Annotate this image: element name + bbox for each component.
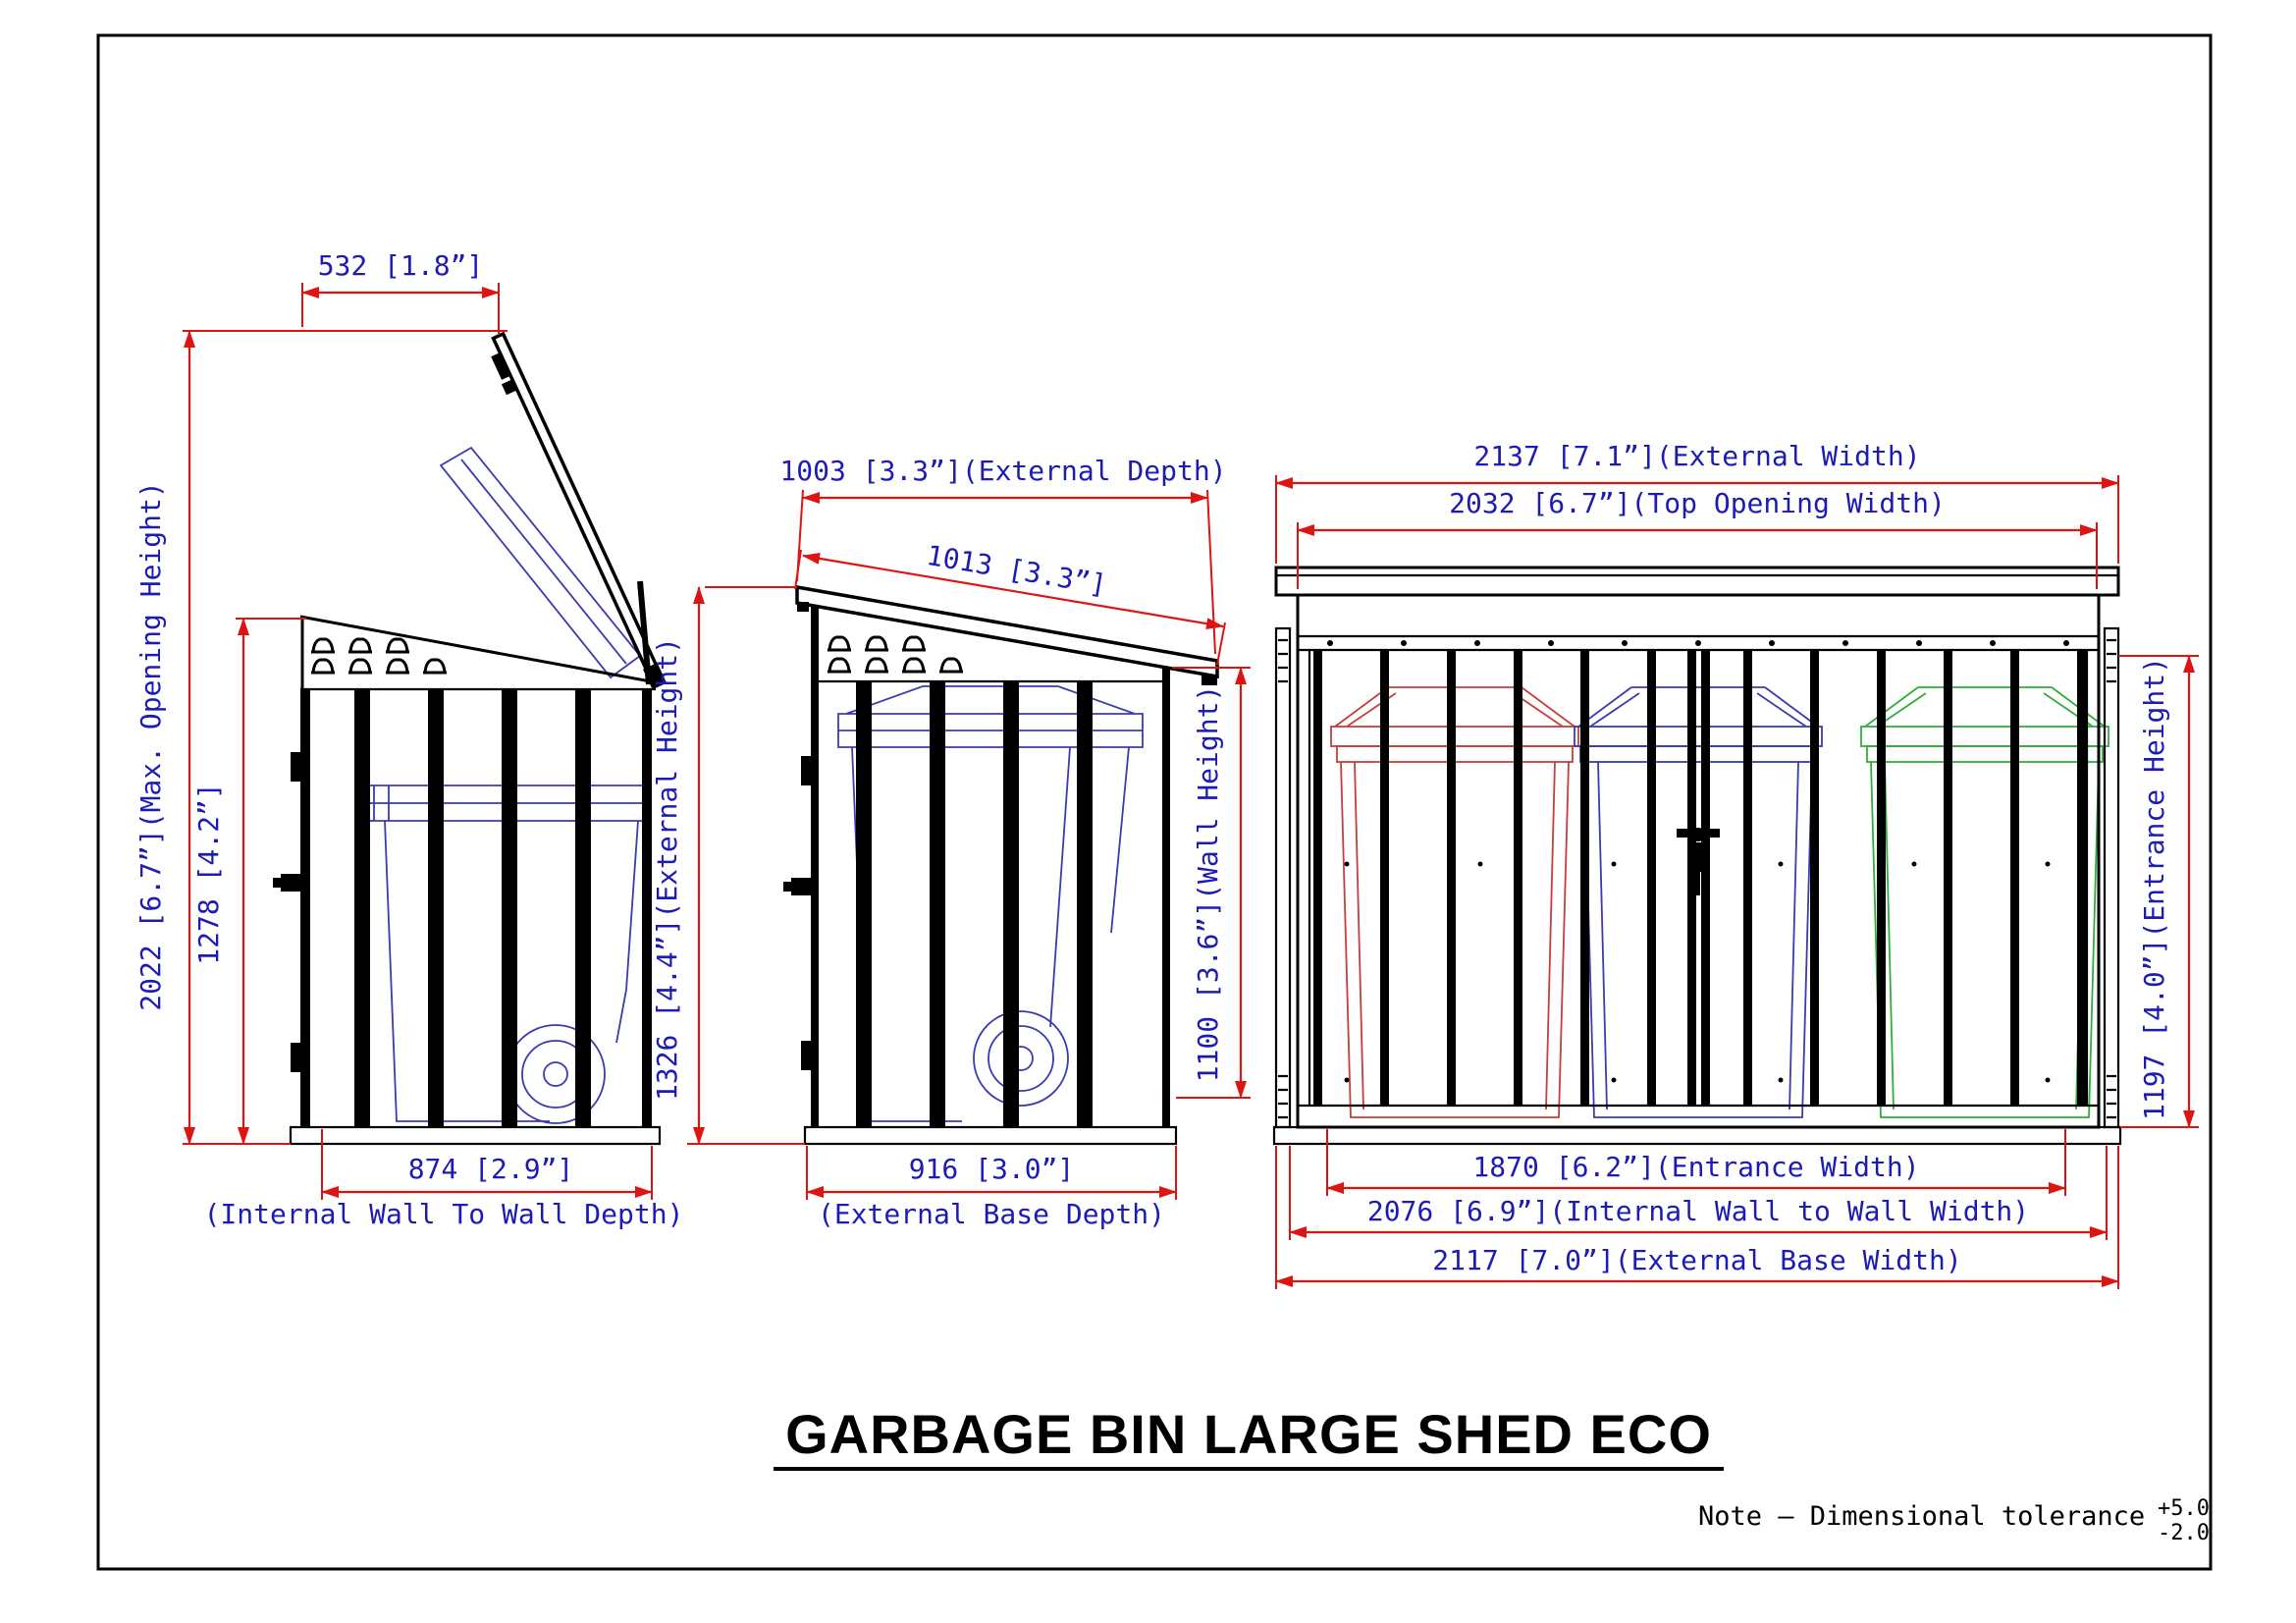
- hinge-icon: [291, 1043, 302, 1072]
- dim-external-depth: 1003 [3.3”](External Depth): [779, 455, 1226, 487]
- shed-body-side-closed: [783, 607, 1178, 1146]
- note-tolerance-plus: +5.0: [2158, 1496, 2210, 1521]
- screws: [1327, 640, 2069, 1083]
- latch-icon: [791, 878, 813, 895]
- ghost-bin-side-open: [358, 446, 646, 1124]
- shed-body-side-open: [273, 615, 662, 1146]
- dim-top-opening-width: 2032 [6.7”](Top Opening Width): [1449, 487, 1946, 519]
- note-tolerance-minus: -2.0: [2158, 1521, 2210, 1545]
- dim-internal-width: 2076 [6.9”](Internal Wall to Wall Width): [1367, 1195, 2029, 1227]
- dim-lid-tip-width: 532 [1.8”]: [318, 249, 484, 282]
- front-view: 2137 [7.1”](External Width) 2032 [6.7”](…: [1272, 440, 2199, 1289]
- drawing-title: GARBAGE BIN LARGE SHED ECO: [785, 1403, 1712, 1465]
- hinge-icon: [291, 752, 302, 782]
- dims-side-closed: 1003 [3.3”](External Depth) 1013 [3.3”] …: [651, 455, 1251, 1230]
- dims-front: 2137 [7.1”](External Width) 2032 [6.7”](…: [1275, 440, 2199, 1289]
- dim-external-base-depth: 916 [3.0”]: [909, 1153, 1075, 1185]
- side-view-lid-closed: 1003 [3.3”](External Depth) 1013 [3.3”] …: [651, 455, 1251, 1230]
- dim-max-opening-height: 2022 [6.7”](Max. Opening Height): [134, 481, 167, 1010]
- dim-internal-depth: 874 [2.9”]: [408, 1153, 574, 1185]
- gas-strut: [637, 580, 652, 685]
- title-underline: [774, 1467, 1724, 1471]
- dim-internal-depth-note: (Internal Wall To Wall Depth): [204, 1198, 684, 1230]
- dim-external-base-width: 2117 [7.0”](External Base Width): [1432, 1244, 1961, 1276]
- dim-entrance-height: 1197 [4.0”](Entrance Height): [2138, 657, 2170, 1120]
- hinge-icon: [801, 1041, 813, 1070]
- dim-external-base-depth-note: (External Base Depth): [818, 1198, 1165, 1230]
- door-latch-icon: [1677, 828, 1720, 895]
- side-view-lid-open: 532 [1.8”] 2022 [6.7”](Max. Opening Heig…: [134, 249, 683, 1230]
- dim-wall-height: 1100 [3.6”](Wall Height): [1192, 685, 1224, 1083]
- shed-front-structure: [1272, 566, 2122, 1146]
- dim-external-height: 1326 [4.4”](External Height): [651, 637, 683, 1101]
- hinge-icon: [801, 756, 813, 785]
- roof: [1274, 566, 2120, 597]
- dim-rear-wall-height: 1278 [4.2”]: [192, 783, 225, 964]
- door-slats: [1313, 650, 2086, 1106]
- dims-side-open: 532 [1.8”] 2022 [6.7”](Max. Opening Heig…: [134, 249, 683, 1230]
- latch-icon: [281, 874, 302, 892]
- dim-external-width: 2137 [7.1”](External Width): [1473, 440, 1920, 472]
- tolerance-note: Note – Dimensional tolerance +5.0 -2.0: [1698, 1496, 2210, 1545]
- note-label: Note – Dimensional tolerance: [1698, 1501, 2145, 1532]
- dim-entrance-width: 1870 [6.2”](Entrance Width): [1472, 1151, 1919, 1183]
